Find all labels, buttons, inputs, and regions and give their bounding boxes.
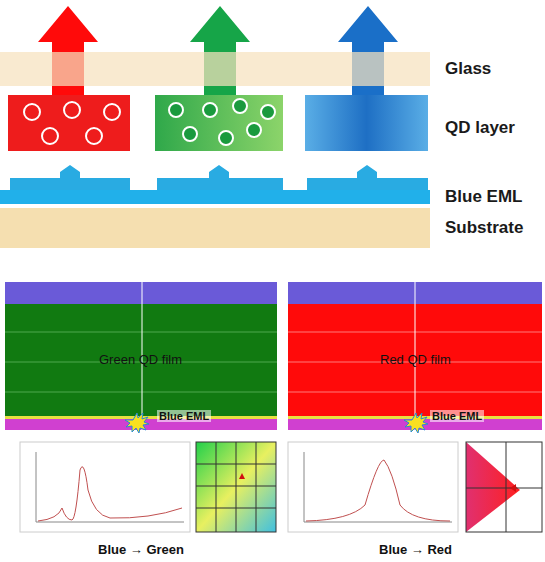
glass-band: Glass [0,52,545,86]
layer-label: Glass [445,59,491,79]
layer-label: Blue EML [157,410,211,422]
layer-label: Blue EML [430,410,484,422]
red-qd-panel: Red QD filmBlue EML [288,282,542,430]
layer-fill [0,190,430,204]
layer-label: Green QD film [99,352,182,367]
substrate-band: Substrate [0,208,545,248]
green-qd-panel: Green QD filmBlue EML [5,282,277,430]
layer-label: Blue EML [445,187,522,207]
caption-label: Blue → Green [98,542,184,557]
layer-label: Substrate [445,218,523,238]
caption-label: Blue → Red [379,542,452,557]
layer-fill [0,208,430,248]
blue-eml-band: Blue EML [0,190,545,204]
layer-fill [0,52,430,86]
layer-label: Red QD film [380,352,451,367]
layer-label: QD layer [445,118,515,138]
